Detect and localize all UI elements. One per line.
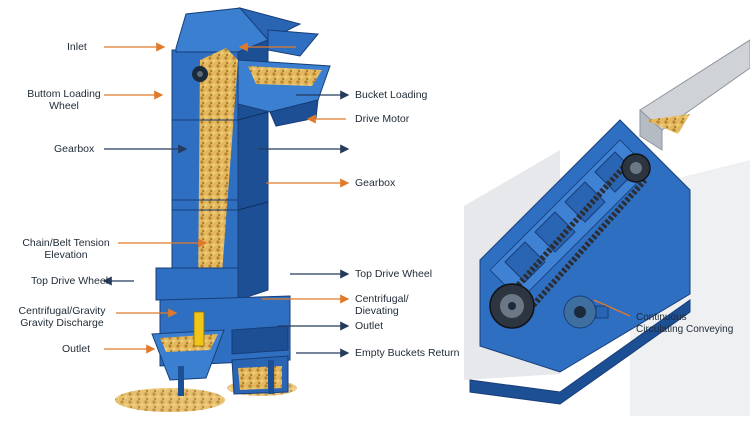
label-centrifugal-right-line2: Dievating [355, 305, 399, 317]
label-chain-belt-line2: Elevation [44, 249, 88, 261]
label-continuous-line2: Circulating Conveying [636, 324, 734, 335]
label-continuous-conveying: Continuous Circulating Conveying [636, 312, 733, 336]
label-top-drive-wheel-right: Top Drive Wheel [355, 268, 433, 280]
label-chain-belt: Chain/Belt Tension Elevation [18, 237, 114, 261]
bucket-elevator-illustration [115, 7, 331, 412]
label-empty-buckets: Empty Buckets Return [355, 347, 460, 359]
label-gearbox-right: Gearbox [355, 177, 396, 189]
label-chain-belt-line1: Chain/Belt Tension [22, 237, 110, 249]
label-bottom-loading-wheel-line1: Buttom Loading [27, 88, 101, 100]
label-continuous-line1: Continuous [636, 312, 687, 323]
label-drive-motor: Drive Motor [355, 113, 410, 125]
label-outlet-right: Outlet [355, 320, 384, 332]
label-gearbox-left: Gearbox [54, 143, 95, 155]
callout-arrows [102, 42, 631, 358]
label-centrifugal-right: Centrifugal/ Dievating [355, 293, 409, 317]
label-centrifugal-right-line1: Centrifugal/ [355, 293, 409, 305]
label-centrifugal-left-line2: Gravity Discharge [20, 317, 104, 329]
incline-chain-conveyor-illustration [464, 39, 750, 416]
label-bucket-loading: Bucket Loading [355, 89, 428, 101]
label-centrifugal-left-line1: Centrifugal/Gravity [18, 305, 106, 317]
label-centrifugal-left: Centrifugal/Gravity Gravity Discharge [10, 305, 114, 329]
label-bottom-loading-wheel-line2: Wheel [49, 100, 79, 112]
label-outlet-left: Outlet [62, 343, 91, 355]
label-top-drive-wheel-left: Top Drive Wheel [31, 275, 109, 287]
label-inlet: Inlet [67, 41, 87, 53]
label-bottom-loading-wheel: Buttom Loading Wheel [22, 88, 106, 112]
